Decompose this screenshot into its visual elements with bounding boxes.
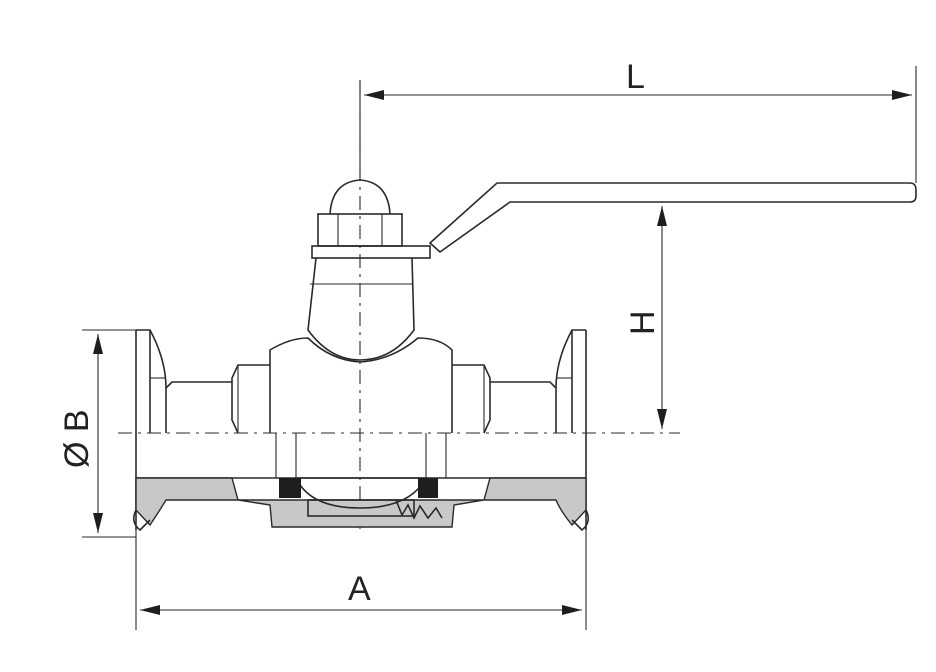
valve-neck — [307, 257, 415, 361]
dimension-b-label: Ø B — [58, 409, 96, 468]
dimension-h-label: H — [624, 310, 662, 335]
valve-body — [231, 337, 491, 434]
dimension-a-label: A — [348, 570, 371, 608]
handle-lever — [428, 182, 917, 254]
right-seat-seal — [418, 478, 438, 498]
hatched-section — [132, 477, 590, 532]
right-ferrule — [490, 329, 587, 433]
dimension-l-label: L — [626, 58, 645, 96]
left-ferrule — [135, 329, 232, 433]
left-seat-seal — [279, 478, 301, 498]
dimension-l — [359, 66, 917, 183]
dimension-a — [135, 530, 587, 630]
dimension-b — [82, 329, 136, 538]
stem-cap — [311, 179, 431, 259]
dimension-h — [645, 201, 680, 429]
